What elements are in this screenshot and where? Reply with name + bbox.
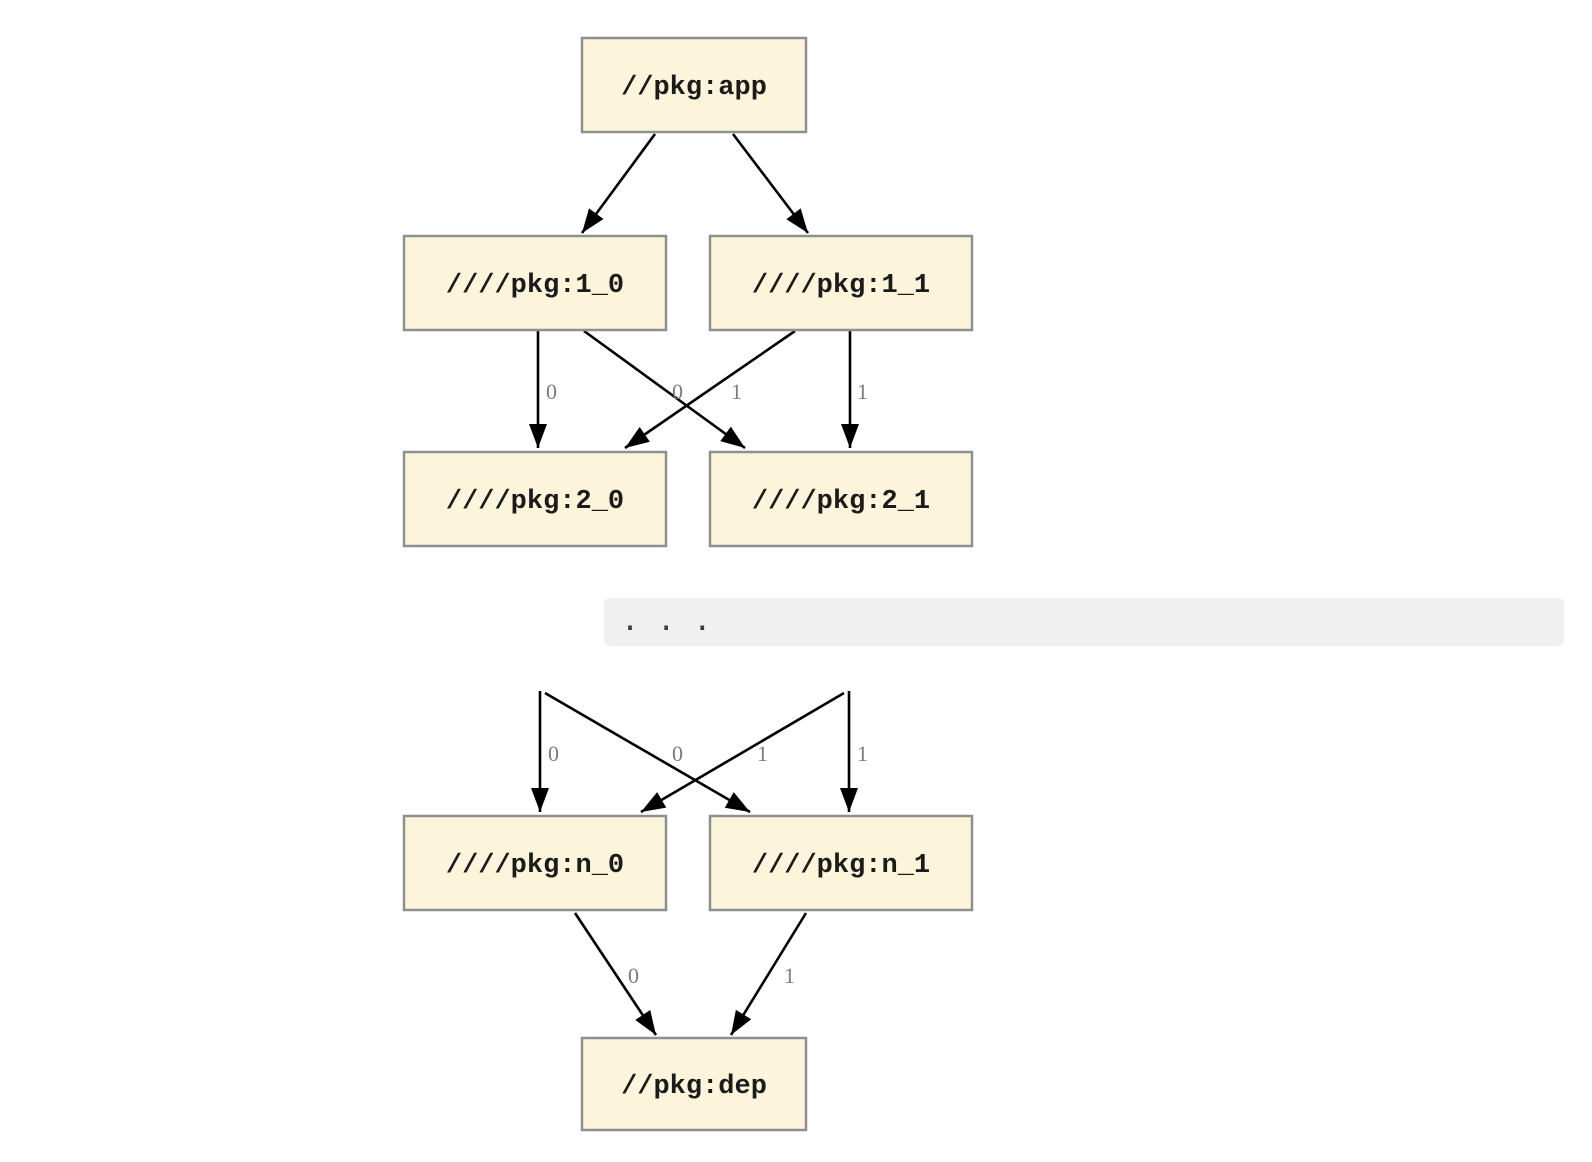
node-label: ////pkg:2_1 (752, 487, 930, 517)
node-label: //pkg:dep (621, 1072, 767, 1102)
node-box (708, 450, 974, 548)
edge-label-lower-right: 1 (857, 741, 868, 766)
node-pkg-app: //pkg:app (580, 36, 808, 134)
node-label: //pkg:app (621, 73, 767, 103)
node-label: ////pkg:n_0 (446, 851, 624, 881)
edge-label-dep-left: 0 (628, 963, 639, 988)
node-label: ////pkg:1_1 (752, 271, 930, 301)
node-pkg-1_0: ////pkg:1_0 (402, 234, 668, 332)
node-box (580, 36, 808, 134)
edge-n_0-to-dep (573, 912, 658, 1036)
edges-lower (531, 691, 858, 1036)
node-pkg-n_0: ////pkg:n_0 (402, 814, 668, 912)
edge-label-dep-right: 1 (784, 963, 795, 988)
edge-app-to-1_1 (731, 133, 810, 234)
edge-label-lower-center-right: 1 (757, 741, 768, 766)
node-box (402, 814, 668, 912)
edges-top (529, 133, 859, 450)
node-label: ////pkg:2_0 (446, 487, 624, 517)
edge-app-to-1_0 (580, 133, 657, 234)
node-pkg-dep: //pkg:dep (580, 1036, 808, 1132)
node-pkg-2_1: ////pkg:2_1 (708, 450, 974, 548)
edge-label-top-left: 0 (546, 379, 557, 404)
node-box (402, 234, 668, 332)
edge-label-lower-center-left: 0 (672, 741, 683, 766)
edge-n_1-to-dep (729, 912, 808, 1036)
edge-label-top-right: 1 (857, 379, 868, 404)
node-box (708, 814, 974, 912)
edge-cont-right-to-n_0 (640, 691, 845, 814)
edge-labels: 0 0 1 1 0 0 1 1 0 1 (546, 379, 868, 988)
edge-cont-left-to-n_1 (544, 691, 751, 814)
edge-1_1-to-2_0 (624, 329, 796, 450)
node-label: ////pkg:n_1 (752, 851, 930, 881)
node-label: ////pkg:1_0 (446, 271, 624, 301)
ellipsis-block: . . . (604, 598, 1564, 646)
node-box (708, 234, 974, 332)
node-box (580, 1036, 808, 1132)
edge-1_0-to-2_1 (583, 329, 746, 450)
edge-label-top-center-right: 1 (731, 379, 742, 404)
node-pkg-1_1: ////pkg:1_1 (708, 234, 974, 332)
node-pkg-2_0: ////pkg:2_0 (402, 450, 668, 548)
edge-label-top-center-left: 0 (672, 379, 683, 404)
node-box (402, 450, 668, 548)
ellipsis-text: . . . (621, 603, 712, 638)
node-pkg-n_1: ////pkg:n_1 (708, 814, 974, 912)
edge-label-lower-left: 0 (548, 741, 559, 766)
